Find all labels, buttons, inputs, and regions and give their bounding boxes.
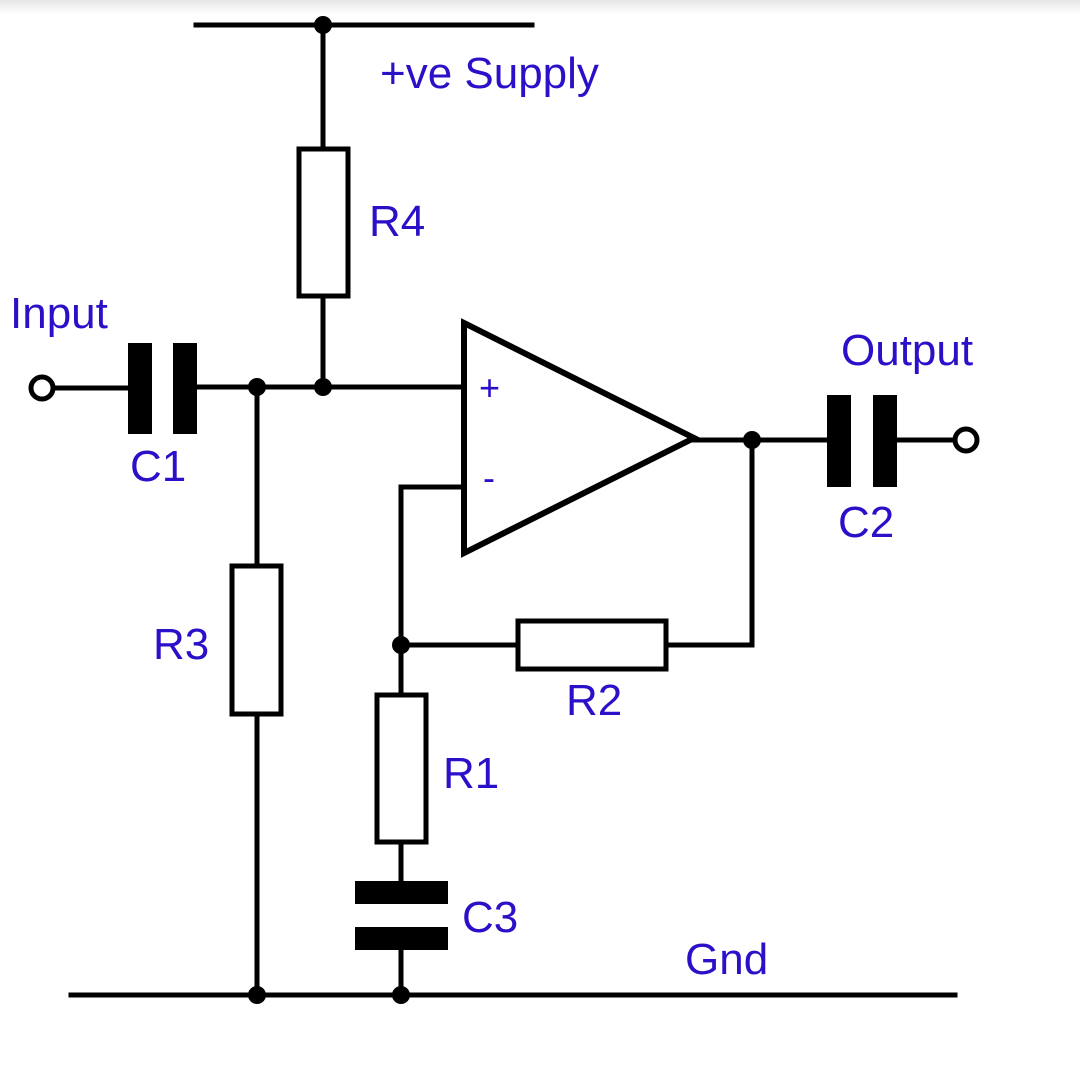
r3-label: R3 xyxy=(153,620,209,669)
input-terminal xyxy=(28,374,56,402)
c2-label: C2 xyxy=(838,498,894,547)
c1-label: C1 xyxy=(130,442,186,491)
output-label: Output xyxy=(841,326,973,375)
op-amp-triangle xyxy=(461,318,701,558)
r3-ground-junction xyxy=(248,986,266,1004)
capacitor-c1-plate-right xyxy=(173,343,197,434)
gnd-label: Gnd xyxy=(685,935,768,984)
r2-label: R2 xyxy=(566,676,622,725)
resistor-r3 xyxy=(229,563,284,717)
resistor-r2 xyxy=(515,618,669,672)
capacitor-c3-plate-top xyxy=(355,881,448,904)
supply-label: +ve Supply xyxy=(380,49,599,98)
resistor-r4 xyxy=(296,146,351,299)
top-shadow xyxy=(0,0,1080,14)
output-terminal xyxy=(952,426,980,454)
capacitor-c1-plate-left xyxy=(128,343,152,434)
c3-ground-junction xyxy=(392,986,410,1004)
resistor-r1 xyxy=(374,692,429,845)
r4-junction xyxy=(314,378,332,396)
c3-label: C3 xyxy=(462,893,518,942)
r4-label: R4 xyxy=(369,197,425,246)
minus-pin-label: - xyxy=(483,457,495,498)
output-junction xyxy=(743,431,761,449)
plus-pin-label: + xyxy=(479,367,500,408)
input-label: Input xyxy=(10,289,108,338)
capacitor-c3-plate-bottom xyxy=(355,927,448,950)
capacitor-c2-plate-left xyxy=(827,395,851,487)
r1-label: R1 xyxy=(443,749,499,798)
capacitor-c2-plate-right xyxy=(873,395,897,487)
